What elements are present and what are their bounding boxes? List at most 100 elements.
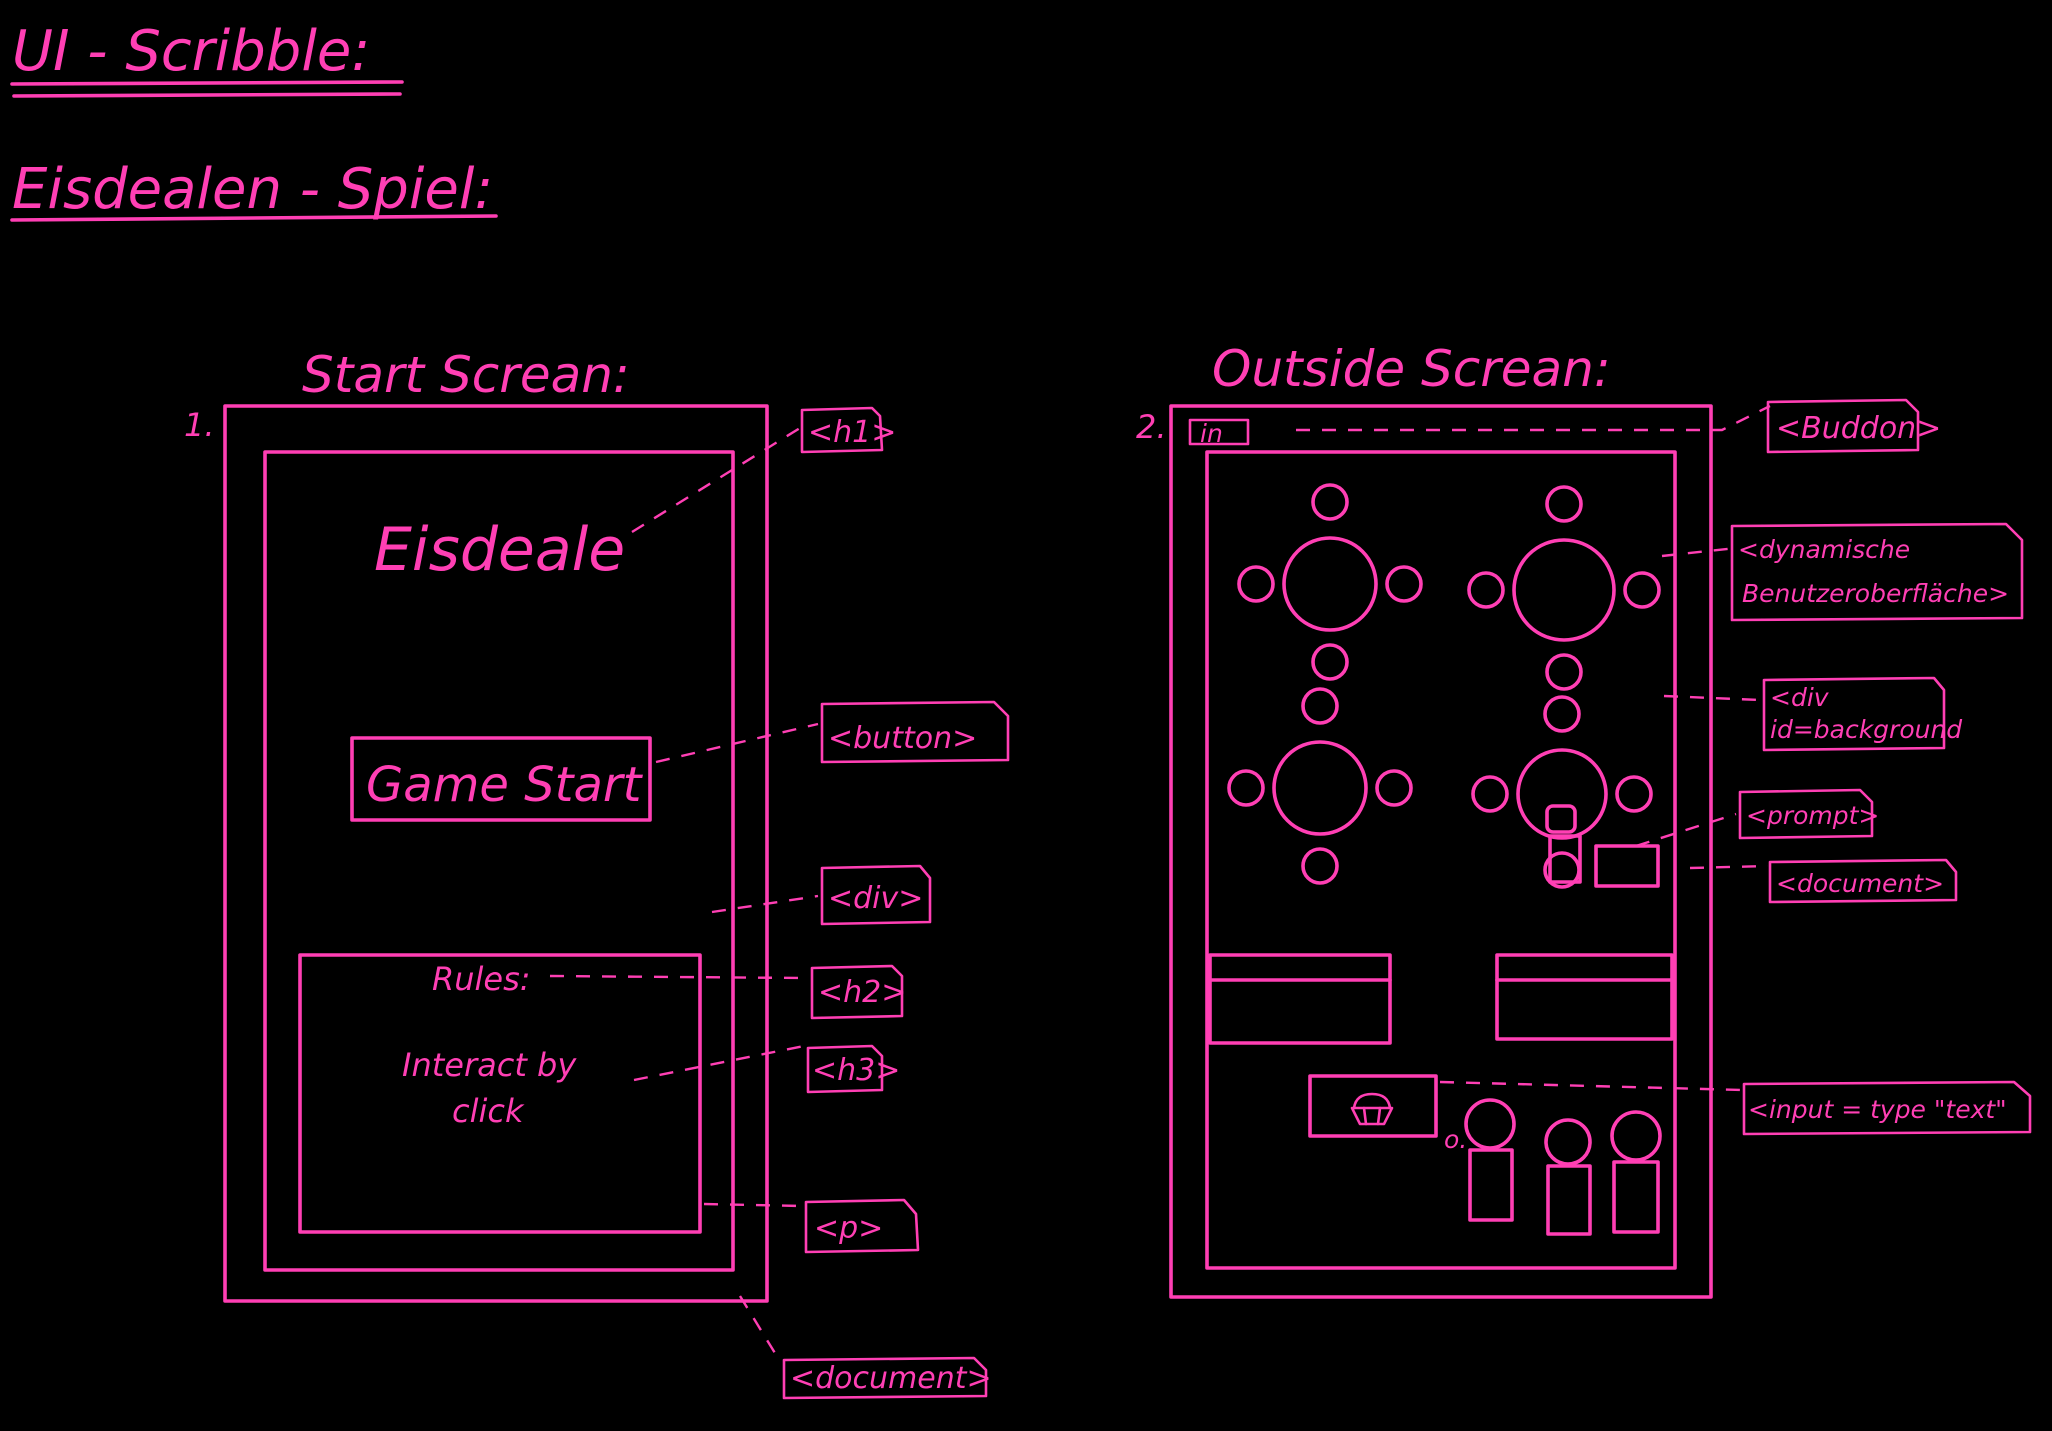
- start-document-frame: [223, 404, 769, 1303]
- rules-text-line-1: Interact by: [402, 1046, 577, 1084]
- connector-h2: [549, 974, 805, 980]
- tag-note-buddon-border: [1766, 398, 1920, 454]
- tag-note-prompt: <prompt>: [1738, 788, 1879, 840]
- outside-background-div: [1205, 450, 1677, 1270]
- tag-note-input: <input = type "text": [1742, 1080, 2032, 1136]
- page-subtitle: Eisdealen - Spiel:: [12, 157, 493, 222]
- tag-note-h3: <h3>: [806, 1044, 900, 1094]
- outside-document-frame: [1169, 404, 1713, 1299]
- game-start-button[interactable]: Game Start: [350, 736, 652, 822]
- chair-circle-icon: [1545, 485, 1583, 523]
- tag-note-button-label: <button>: [828, 721, 977, 756]
- table-group-4[interactable]: [1471, 695, 1653, 889]
- order-prompt-box: [1594, 844, 1660, 888]
- tag-note-buddon-label: <Buddon>: [1776, 411, 1941, 446]
- round-table-icon: [1272, 740, 1368, 836]
- tables-layer: [1227, 483, 1661, 889]
- tag-note-button: <button>: [820, 700, 1010, 764]
- counter-left-frame: [1208, 953, 1392, 1045]
- start-app-title: Eisdeale: [374, 515, 625, 585]
- ice-cream-scoop: [1352, 1092, 1392, 1110]
- tag-note-document-border: [782, 1356, 988, 1400]
- connector-background-div: [1663, 694, 1761, 702]
- tag-note-h1: <h1>: [800, 406, 896, 454]
- enter-shop-button-label: in: [1200, 419, 1223, 448]
- rules-heading: Rules:: [432, 960, 531, 998]
- outside-screen-sketch: 2. Outside Screan: in: [1136, 340, 2032, 1299]
- connector-document: [738, 1295, 780, 1359]
- connector-prompt: [1635, 812, 1737, 848]
- tag-note-prompt-label: <prompt>: [1746, 801, 1879, 830]
- customer-1[interactable]: [1464, 1098, 1516, 1222]
- connector-document: [1689, 864, 1769, 870]
- tag-note-background-div-line-1: <div: [1770, 683, 1830, 712]
- tag-note-dynamic-ui-border: [1730, 522, 2024, 622]
- tag-note-dynamic-ui: <dynamische Benutzeroberfläche>: [1730, 522, 2024, 622]
- page-subtitle-underline: [10, 214, 498, 222]
- chair-circle-icon: [1375, 769, 1413, 807]
- order-text-input-border: [1308, 1074, 1438, 1138]
- tag-note-buddon: <Buddon>: [1766, 398, 1941, 454]
- tag-note-p: <p>: [804, 1198, 920, 1254]
- outside-screen-heading: Outside Screan:: [1212, 340, 1611, 398]
- chair-circle-icon: [1227, 769, 1265, 807]
- customer-1-head: [1464, 1098, 1516, 1150]
- counter-right: [1495, 953, 1674, 1041]
- tag-note-document: <document>: [782, 1356, 992, 1400]
- tag-note-h2: <h2>: [810, 964, 906, 1020]
- table-group-2[interactable]: [1467, 485, 1661, 691]
- enter-shop-button[interactable]: in: [1188, 418, 1250, 448]
- chair-circle-icon: [1471, 775, 1509, 813]
- start-screen-heading: Start Screan:: [302, 346, 630, 404]
- chair-circle-icon: [1311, 643, 1349, 681]
- order-text-input[interactable]: [1308, 1074, 1438, 1138]
- tag-note-p-border: [804, 1198, 920, 1254]
- customer-1-body: [1468, 1148, 1514, 1222]
- customer-2-head: [1544, 1118, 1592, 1166]
- customer-2-body: [1546, 1164, 1592, 1236]
- chair-circle-icon: [1467, 571, 1505, 609]
- ice-cream-cup: [1350, 1106, 1394, 1126]
- customer-3-body: [1612, 1160, 1660, 1234]
- tag-note-outside-document-border: [1768, 858, 1958, 904]
- counter-left: [1208, 953, 1392, 1045]
- cursor-marker: o.: [1444, 1125, 1467, 1154]
- chair-circle-icon: [1623, 571, 1661, 609]
- page-title: UI - Scribble:: [12, 19, 370, 84]
- tag-note-input-label: <input = type "text": [1748, 1095, 2007, 1124]
- tag-note-div-border: [820, 864, 932, 926]
- chair-circle-icon: [1385, 565, 1423, 603]
- table-group-1[interactable]: [1237, 483, 1423, 681]
- chair-circle-icon: [1301, 687, 1339, 725]
- rules-panel: [298, 953, 702, 1234]
- round-table-icon: [1282, 536, 1378, 632]
- tag-note-document-label: <document>: [790, 1361, 992, 1396]
- tag-note-h1-label: <h1>: [808, 415, 896, 450]
- enter-shop-button-border: [1188, 418, 1250, 446]
- tag-note-background-div-line-2: id=background: [1770, 715, 1962, 744]
- connector-div: [711, 894, 819, 914]
- ice-cream-icon: [1350, 1092, 1394, 1126]
- table-group-3[interactable]: [1227, 687, 1413, 885]
- tag-note-h3-label: <h3>: [812, 1053, 900, 1088]
- waiter-figure[interactable]: [1545, 804, 1582, 884]
- customer-3[interactable]: [1610, 1110, 1662, 1234]
- tag-note-button-border: [820, 700, 1010, 764]
- chair-circle-icon: [1311, 483, 1349, 521]
- tag-note-h3-border: [806, 1044, 884, 1094]
- connector-input: [1439, 1080, 1743, 1092]
- customer-2[interactable]: [1544, 1118, 1592, 1236]
- game-start-button-border: [350, 736, 652, 822]
- tag-note-dynamic-ui-line-2: Benutzeroberfläche>: [1742, 579, 2009, 608]
- start-screen-sketch: 1. Start Screan: Eisdeale Game Start Rul…: [184, 346, 1010, 1400]
- tag-note-input-border: [1742, 1080, 2032, 1136]
- game-start-button-label: Game Start: [366, 757, 644, 813]
- page-title-underline: [10, 80, 404, 98]
- ice-cream-cup-lines: [1362, 1106, 1382, 1126]
- round-table-icon: [1512, 538, 1616, 642]
- header: UI - Scribble: Eisdealen - Spiel:: [10, 19, 498, 222]
- connector-dynamic-ui: [1661, 546, 1737, 558]
- chair-circle-icon: [1545, 653, 1583, 691]
- waiter-head: [1545, 804, 1577, 834]
